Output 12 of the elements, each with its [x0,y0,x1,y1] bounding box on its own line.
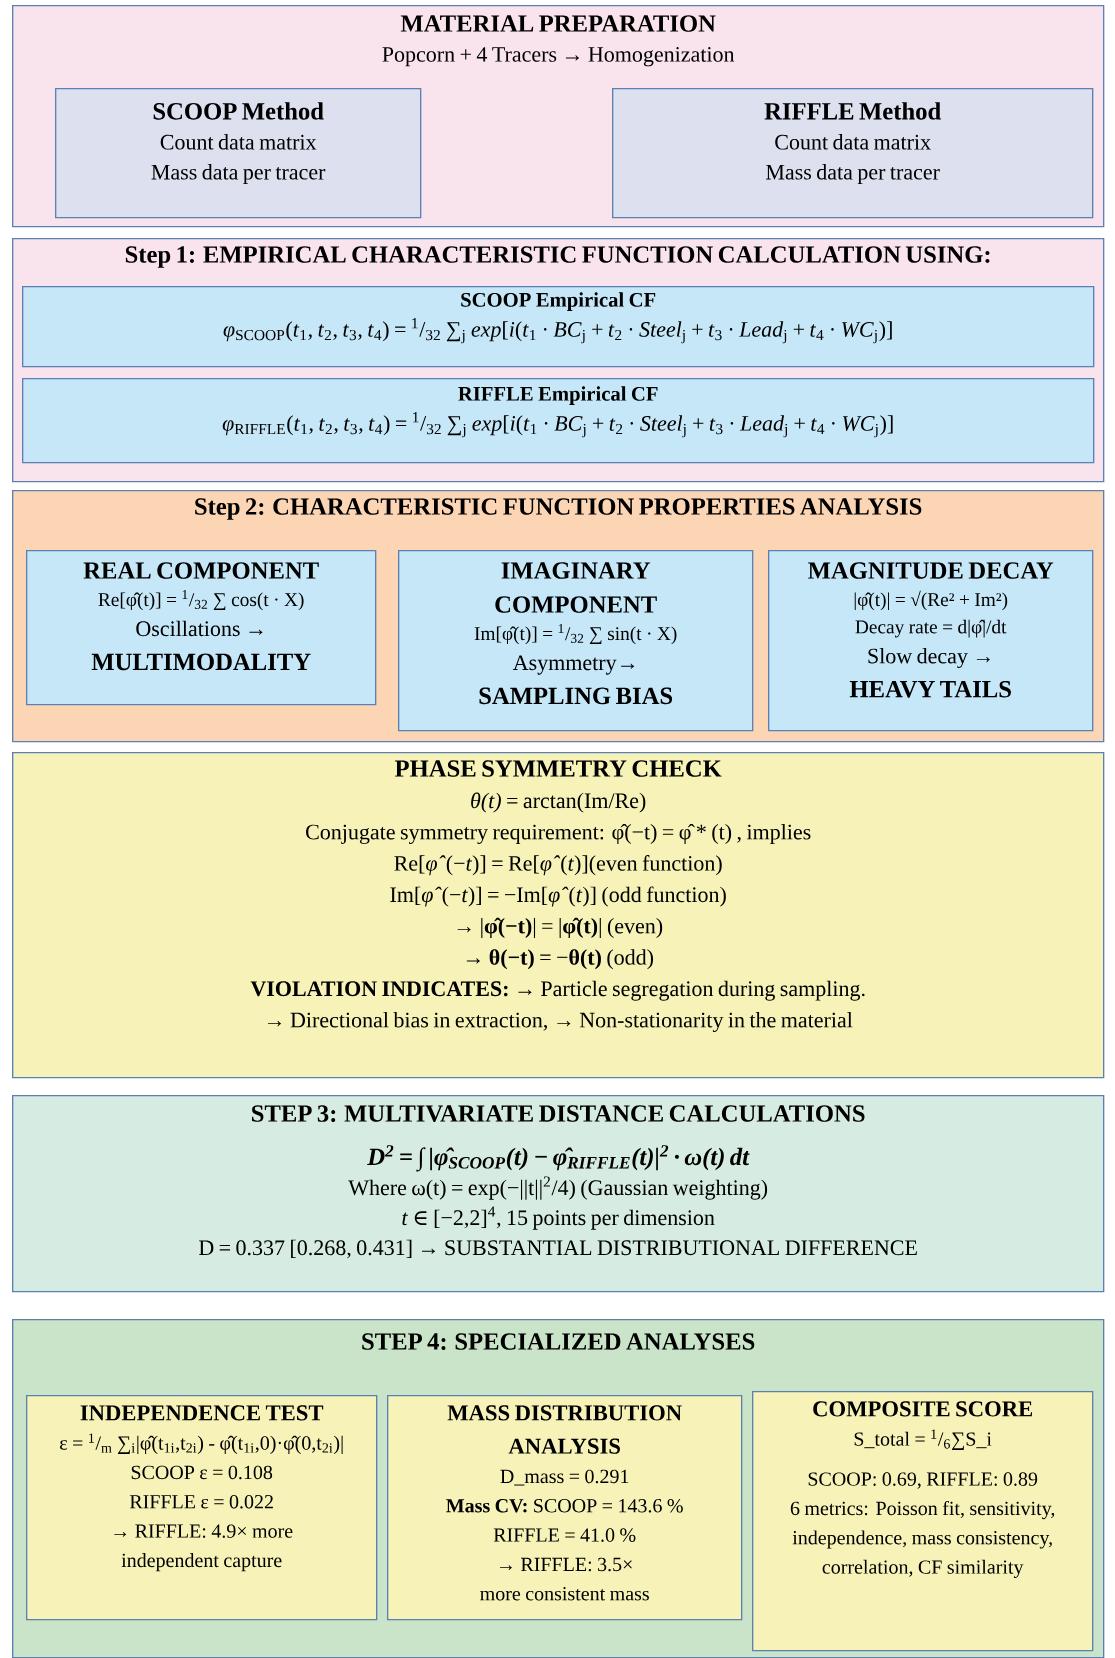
formula-box: SCOOP Empirical CF φ$_{SCOOP}$(t$_{1}$, t$_{2}$, t$_{3}$, t$_{4}$) = $^{1}$/$_{32}$ ∑$_{j}$ exp[i(t$_{1}$ · BC$_{j}$ + t$_{2}$ · Steel$_{j}$ + t$_{3}$ · Lead$_{j}$ + t$_{4}$ · WC$_{j}$)] [22,286,1095,368]
component-box: IMAGINARY COMPONENT Im[φ̂(t)] = $^{1}$/$_{32}$ ∑ sin(t · X) Asymmetry→ SAMPLING BIAS [398,550,754,732]
analysis-box: MASS DISTRIBUTION ANALYSIS D_mass = 0.291 Mass CV: SCOOP = 143.6 % RIFFLE = 41.0 % → RIFFLE: 3.5× more consistent mass [387,1395,743,1621]
check-band: PHASE SYMMETRY CHECK θ(t) = arctan(Im/Re) Conjugate symmetry requirement: φ̂(−t) = φ̂ * (t) , implies Re[φ̂(−t)] = Re[φ̂(t)](even function) Im[φ̂(−t)] = −Im[φ̂(t)] (odd function) → |φ̂(−t)| = |φ̂(t)| (even) → θ(−t) = −θ(t) (odd) VIOLATION INDICATES: → Particle segregation during sampling. → Directional bias in extraction, → Non-stationarity in the material [12,752,1105,1079]
analysis-box: COMPOSITE SCORE S_total = $^{1}$/$_{6}$∑S_i SCOOP: 0.69, RIFFLE: 0.89 6 metrics: Poisson fit, sensitivity, independence, mass consistency, correlation, CF similarity [752,1391,1094,1652]
component-box: MAGNITUDE DECAY |φ̂(t)| = √(Re² + Im²) Decay rate = d|φ̂|/dt Slow decay → HEAVY TAILS [768,550,1094,732]
step-band: STEP 3: MULTIVARIATE DISTANCE CALCULATIONS D$^{2}$ = ∫ |φ̂$_{SCOOP}$(t) − φ̂$_{RIFFLE}$(t)|$^{2}$ · ω(t) dt Where ω(t) = exp(−||t||$^{2}$/4) (Gaussian weighting) t ∈ [−2,2]$^{4}$, 15 points per dimension D = 0.337 [0.268, 0.431] → SUBSTANTIAL DISTRIBUTIONAL DIFFERENCE [12,1095,1105,1293]
formula-box: RIFFLE Empirical CF φ$_{RIFFLE}$(t$_{1}$, t$_{2}$, t$_{3}$, t$_{4}$) = $^{1}$/$_{32}$ ∑$_{j}$ exp[i(t$_{1}$ · BC$_{j}$ + t$_{2}$ · Steel$_{j}$ + t$_{3}$ · Lead$_{j}$ + t$_{4}$ · WC$_{j}$)] [22,378,1095,464]
method-box: SCOOP Method Count data matrix Mass data per tracer [55,88,422,219]
method-box: RIFFLE Method Count data matrix Mass data per tracer [612,88,1094,219]
component-box: REAL COMPONENT Re[φ̂(t)] = $^{1}$/$_{32}$ ∑ cos(t · X) Oscillations → MULTIMODALITY [26,550,377,706]
analysis-box: INDEPENDENCE TEST ε = $^{1}$/$_{m}$ ∑$_{i}$|φ̂(t$_{1i}$,t$_{2i}$) - φ̂(t$_{1i}$,0)·φ̂(0,t$_{2i}$)| SCOOP ε = 0.108 RIFFLE ε = 0.022 → RIFFLE: 4.9× more independent capture [26,1395,378,1621]
